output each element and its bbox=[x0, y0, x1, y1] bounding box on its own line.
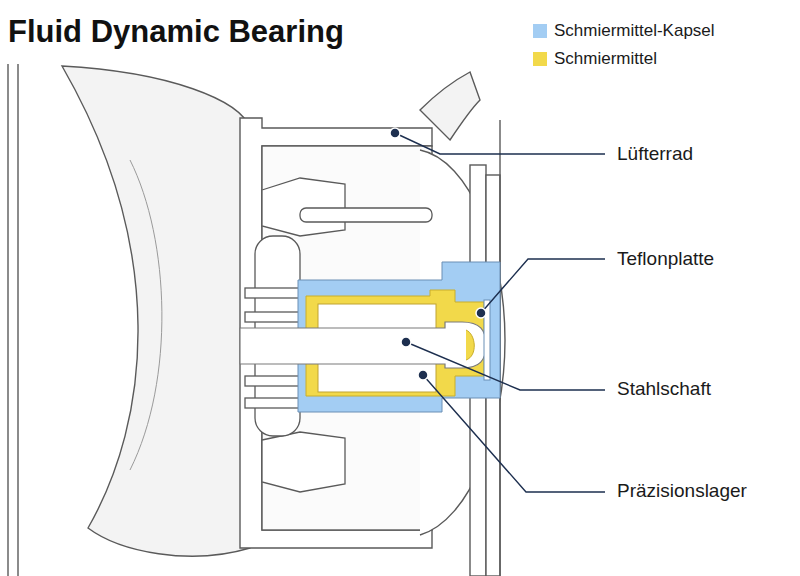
part-label: Lüfterrad bbox=[617, 143, 693, 165]
blade-edge bbox=[130, 160, 162, 470]
diagram-title: Fluid Dynamic Bearing bbox=[8, 14, 344, 50]
legend-label: Schmiermittel-Kapsel bbox=[554, 21, 715, 41]
legend-entry: Schmiermittel-Kapsel bbox=[533, 21, 715, 41]
part-label: Teflonplatte bbox=[617, 248, 714, 270]
part-label: Stahlschaft bbox=[617, 378, 711, 400]
legend-swatch bbox=[533, 24, 547, 38]
legend-swatch bbox=[533, 52, 547, 66]
leader-dots bbox=[390, 128, 486, 380]
fan-blade bbox=[62, 66, 250, 556]
lubricant bbox=[466, 330, 474, 360]
legend-entry: Schmiermittel bbox=[533, 49, 657, 69]
part-label: Präzisionslager bbox=[617, 480, 747, 502]
steel-shaft bbox=[240, 322, 486, 368]
leader-lines bbox=[395, 133, 605, 492]
legend-label: Schmiermittel bbox=[554, 49, 657, 69]
fan-frame bbox=[8, 64, 18, 576]
